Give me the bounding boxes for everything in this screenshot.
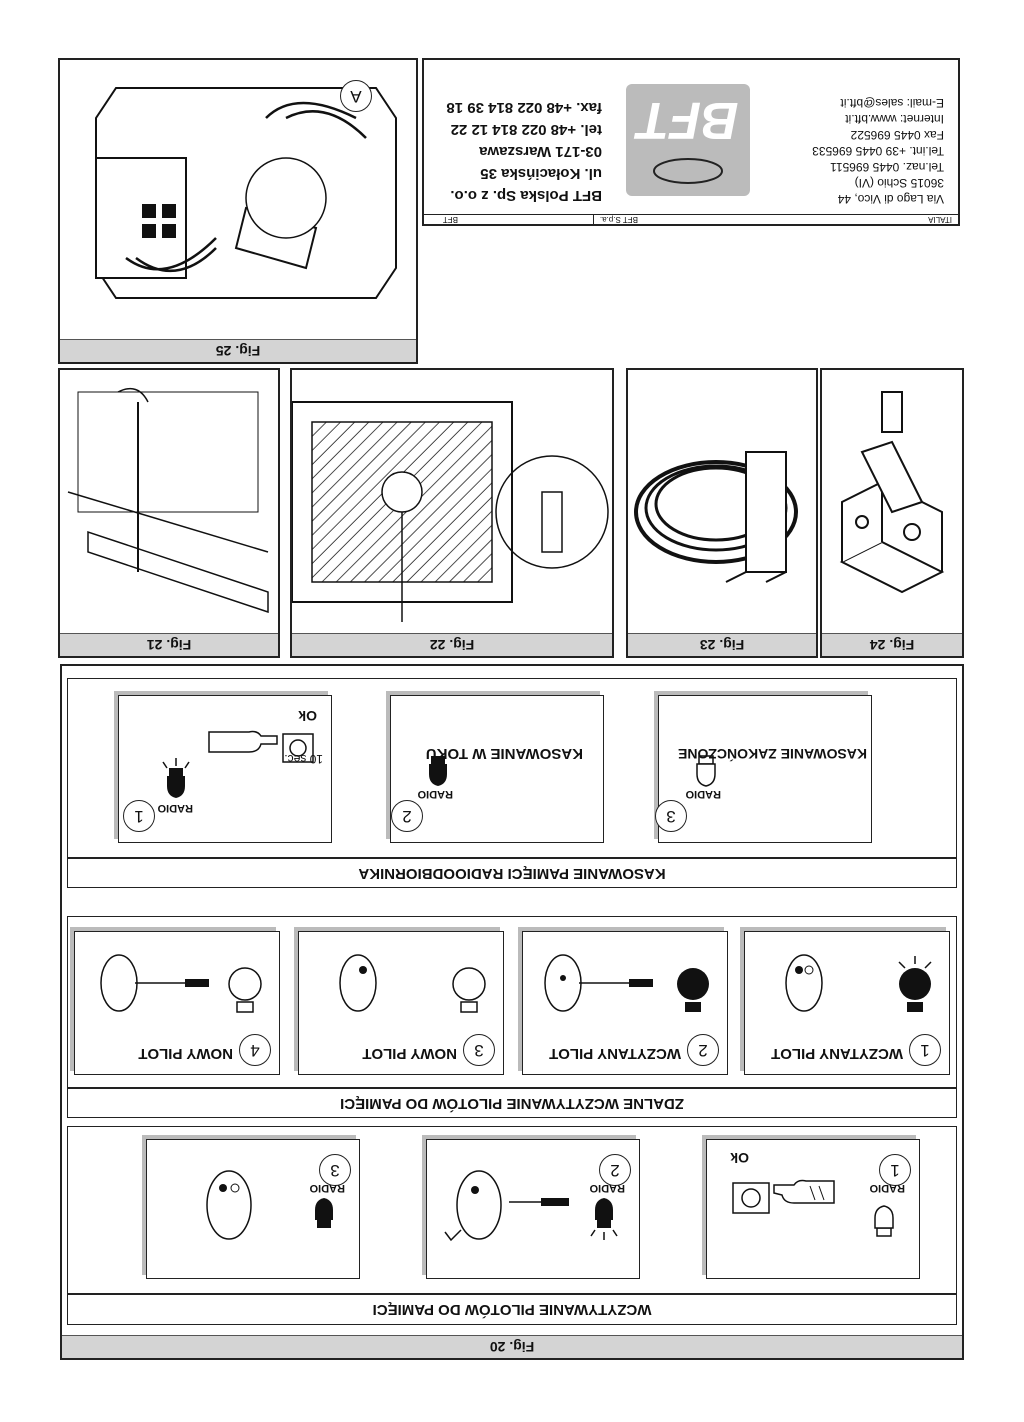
bft-spa-label: BFT S.p.a. [599,215,638,224]
cable-coil-illustration [634,451,798,583]
pl-city: 03-171 Warszawa [479,143,602,160]
divider [593,214,594,224]
bft-logo: BFT [626,84,750,196]
step-number: 3 [655,800,687,832]
remote-with-pin-icon [544,954,653,1012]
garage-door-release-illustration [292,401,609,622]
radio-label: RADIO [589,1182,625,1194]
step-label: KASOWANIE W TOKU [425,745,583,762]
remote-icon [206,1170,252,1240]
step-number: 1 [123,800,155,832]
step-number: 1 [909,1034,941,1066]
pl-street: ul. Kołacińska 35 [480,165,602,182]
remote-icon [785,954,823,1012]
step-label: KASOWANIE ZAKOŃCZONE [678,746,867,762]
radio-label: RADIO [869,1182,905,1194]
bft-pl-label: BFT [442,215,458,224]
remote-with-pin-icon [100,954,209,1012]
lamp-on-icon [162,758,190,798]
load-remotes-section: 1 RADIO Ok 2 [67,1126,957,1294]
spa-internet: Internet: www.bft.it [845,112,944,126]
fig22-frame: Fig. 22 [290,368,614,658]
remote-loading-banner: ZDALNE WCZYTYWANIE PILOTÓW DO PAMIĘCI [67,1088,957,1118]
load-step-3-panel: 3 RADIO [146,1139,360,1279]
fig20-frame: Fig. 20 WCZYTYWANIE PILOTÓW DO PAMIĘCI 1… [60,664,964,1360]
hand-pressing-button-icon [208,730,314,763]
erase-step-3-panel: 3 RADIO KASOWANIE ZAKOŃCZONE [655,695,872,843]
fig20-caption: Fig. 20 [62,1335,962,1358]
fig21-caption: Fig. 21 [60,633,278,656]
erase-memory-banner: KASOWANIE PAMIĘCI RADIOODBIORNIKA [67,858,957,888]
pl-fax: fax. +48 022 814 39 18 [446,99,602,116]
remote-step-1-panel: 1 WCZYTANY PILOT [744,931,950,1075]
lamp-off-icon [696,755,716,787]
bulb-off-icon [452,967,486,1013]
erase-memory-section: 3 RADIO KASOWANIE ZAKOŃCZONE 2 RADIO KAS… [67,678,957,858]
step-number: 3 [463,1034,495,1066]
radio-label: RADIO [157,802,193,814]
control-board-wiring-illustration [95,87,397,299]
step-number: 2 [391,800,423,832]
bulb-on-icon [898,956,932,1012]
step-label: NOWY PILOT [138,1045,233,1062]
radio-label: RADIO [309,1182,345,1194]
hand-pressing-button-icon [732,1179,835,1214]
remote-loading-section: 1 WCZYTANY PILOT 2 WCZYTANY PILOT [67,916,957,1088]
radio-label: RADIO [685,788,721,800]
step-label: NOWY PILOT [362,1045,457,1062]
mounting-bracket-illustration [839,391,945,594]
spa-phone-national: Tel.naz. 0445 696511 [830,160,944,174]
erase-step-2-panel: 2 RADIO KASOWANIE W TOKU [390,695,604,843]
contact-card: ITALIA BFT S.p.a. BFT Via Lago di Vico, … [422,58,960,226]
ok-label: Ok [730,1150,749,1166]
bft-logo-text: BFT [637,91,739,149]
fig23-frame: Fig. 23 [626,368,818,658]
rail-pull-cord-illustration [67,387,269,614]
marker-a: A [340,80,372,112]
fig22-caption: Fig. 22 [292,633,612,656]
fig23-caption: Fig. 23 [628,633,816,656]
fig24-frame: Fig. 24 [820,368,964,658]
step-number: 2 [687,1034,719,1066]
load-remotes-banner: WCZYTYWANIE PILOTÓW DO PAMIĘCI [67,1294,957,1325]
remote-step-3-panel: 3 NOWY PILOT [298,931,504,1075]
step-label: WCZYTANY PILOT [771,1045,903,1062]
pl-company: BFT Polska Sp. z o.o. [450,187,602,204]
spa-address-2: 36015 Schio (VI) [854,176,944,190]
spa-phone-international: Tel.int. +39 0445 696533 [812,144,944,158]
time-label: 10 sec. [284,752,323,766]
fig25-caption: Fig. 25 [60,339,416,362]
remote-with-pin-icon [444,1170,569,1242]
ok-label: Ok [298,708,317,724]
load-step-2-panel: 2 RADIO [426,1139,640,1279]
remote-step-2-panel: 2 WCZYTANY PILOT [522,931,728,1075]
country-label: ITALIA [928,215,952,224]
spa-fax: Fax 0445 696522 [850,128,944,142]
spa-address-1: Via Lago di Vico, 44 [837,192,944,206]
pl-phone: tel. +48 022 814 12 22 [450,121,602,138]
load-step-1-panel: 1 RADIO Ok [706,1139,920,1279]
contact-card-footer [424,214,958,224]
lamp-on-icon [315,1198,333,1228]
spa-email: E-mail: sales@bft.it [840,96,944,110]
lamp-off-icon [874,1205,894,1237]
fig21-frame: Fig. 21 [58,368,280,658]
step-number: 4 [239,1034,271,1066]
remote-step-4-panel: 4 NOWY PILOT [74,931,280,1075]
fig25-frame: Fig. 25 A [58,58,418,364]
step-label: WCZYTANY PILOT [549,1045,681,1062]
lamp-on-icon [590,1198,618,1240]
lamp-on-icon [429,756,447,786]
erase-step-1-panel: 1 RADIO 10 sec. Ok [118,695,332,843]
fig24-caption: Fig. 24 [822,633,962,656]
logo-rotation-icon [653,158,723,184]
bulb-on-icon [677,968,709,1012]
radio-label: RADIO [417,788,453,800]
remote-icon [339,954,377,1012]
bulb-off-icon [228,967,262,1013]
